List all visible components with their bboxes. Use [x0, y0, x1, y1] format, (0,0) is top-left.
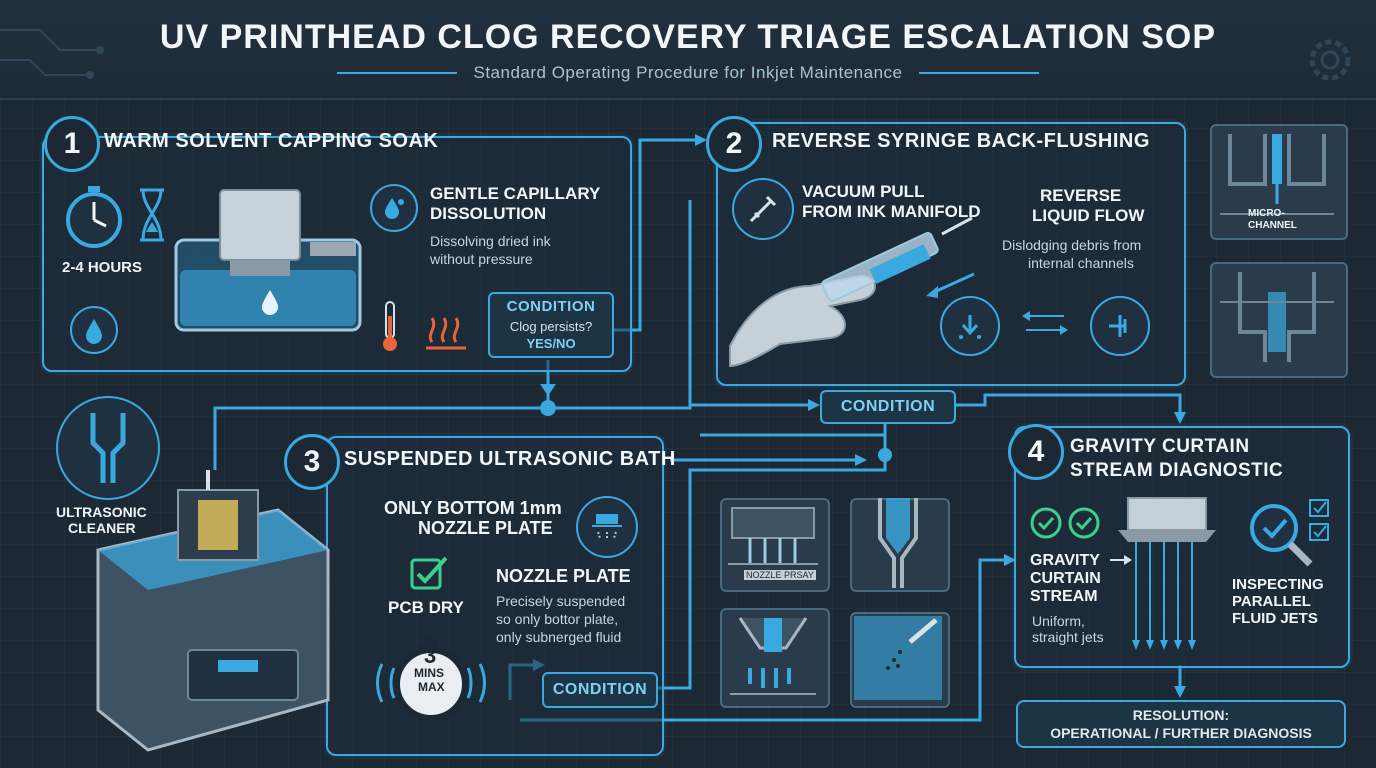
step4-title-line2: STREAM DIAGNOSTIC — [1070, 460, 1284, 481]
nozzle-channel-zoom-icon — [90, 413, 126, 483]
timer-unit-line2: MAX — [418, 680, 445, 694]
step4-inspect-line3: FLUID JETS — [1232, 610, 1318, 627]
resolution-line1: RESOLUTION: — [1132, 707, 1230, 723]
step1-condition-box: CONDITION Clog persists? YES/NO — [488, 292, 614, 358]
step1-condition-label: CONDITION — [506, 298, 596, 315]
nozzle-spray-icon — [592, 514, 622, 540]
pointer-arrow-icon — [1110, 555, 1132, 565]
channel-cross-section-illustration — [1220, 272, 1334, 362]
stopwatch-timer-icon — [376, 638, 486, 721]
step2-title: REVERSE SYRINGE BACK-FLUSHING — [772, 130, 1150, 152]
water-drops-icon — [385, 198, 404, 219]
step3-nozzle-line3: only subnerged fluid — [496, 629, 622, 645]
step4-title-line1: GRAVITY CURTAIN — [1070, 436, 1250, 457]
micro-channel-line2: CHANNEL — [1248, 220, 1297, 231]
reverse-flow-arrow — [926, 272, 975, 298]
nozzle-jets-illustration — [730, 617, 816, 695]
step1-heading-line2: DISSOLUTION — [430, 204, 547, 223]
gloved-hand-syringe-illustration — [729, 216, 973, 368]
step4-stream-desc1: Uniform, — [1032, 613, 1085, 629]
check-circles-icon — [1030, 507, 1100, 539]
step2-left-line2: FROM INK MANIFOLD — [802, 202, 981, 221]
resolution-box: RESOLUTION: OPERATIONAL / FURTHER DIAGNO… — [1016, 700, 1346, 748]
step1-duration: 2-4 HOURS — [62, 259, 143, 276]
step3-bottom-line2: NOZZLE PLATE — [418, 518, 553, 538]
syringe-icon — [749, 195, 777, 223]
step4-stream-line2: CURTAIN — [1030, 570, 1101, 587]
checklist-icon — [1309, 499, 1329, 541]
step2-desc-line2: internal channels — [1028, 255, 1134, 271]
step2-desc-line1: Dislodging debris from — [1002, 237, 1142, 253]
step4-number: 4 — [1008, 424, 1064, 480]
subtitle-rule-left — [337, 72, 458, 74]
step3-nozzle-line1: Precisely suspended — [496, 593, 626, 609]
droplet-flow-icon — [959, 315, 981, 339]
circuit-decoration-left — [0, 29, 104, 79]
stopwatch-icon — [66, 186, 122, 248]
nozzle-spray-illustration — [728, 507, 818, 565]
step3-pcb-dry: PCB DRY — [388, 598, 464, 617]
nozzle-spray-label: NOZZLE PRSAY — [744, 570, 816, 580]
printhead-parallel-jets-illustration — [1118, 497, 1216, 650]
micro-channel-illustration — [1220, 134, 1334, 215]
bidirectional-arrows — [1022, 311, 1068, 335]
capping-soak-tank-illustration — [174, 189, 362, 332]
step1-desc-line2: without pressure — [430, 251, 533, 267]
gear-icon — [1309, 39, 1351, 81]
step2-number: 2 — [706, 116, 762, 172]
header: UV PRINTHEAD CLOG RECOVERY TRIAGE ESCALA… — [0, 0, 1376, 100]
thermometer-icon — [383, 301, 397, 351]
step1-condition-answer: YES/NO — [526, 336, 576, 351]
step1-title: WARM SOLVENT CAPPING SOAK — [104, 130, 439, 152]
step1-desc-line1: Dissolving dried ink — [430, 233, 551, 249]
droplet-icon — [86, 319, 102, 344]
step4-inspect-line2: PARALLEL — [1232, 593, 1311, 610]
step2-right-line1: REVERSE — [1040, 186, 1122, 205]
step3-nozzle-line2: so only bottor plate, — [496, 611, 619, 627]
ultrasonic-cleaner-zoom — [56, 396, 160, 500]
heat-waves-icon — [426, 317, 466, 350]
step3-title: SUSPENDED ULTRASONIC BATH — [344, 448, 676, 470]
syringe-icon-circle — [732, 178, 794, 240]
cleaner-label-line2: CLEANER — [68, 520, 136, 536]
step3-nozzle-heading: NOZZLE PLATE — [496, 566, 631, 586]
step4-stream-line3: STREAM — [1030, 588, 1098, 605]
debris-ejection-illustration — [854, 616, 942, 700]
step3-condition-box: CONDITION — [542, 672, 658, 708]
page-title: UV PRINTHEAD CLOG RECOVERY TRIAGE ESCALA… — [159, 18, 1217, 56]
droplet-icon-left — [70, 306, 118, 354]
nozzle-plate-icon-circle — [576, 496, 638, 558]
checkbox-icon — [410, 556, 448, 590]
micro-channel-line1: MICRO- — [1248, 208, 1285, 219]
valve-icon — [1109, 315, 1127, 337]
step4-stream-line1: GRAVITY — [1030, 552, 1100, 569]
subtitle-rule-right — [918, 72, 1039, 74]
step4-inspect-line1: INSPECTING — [1232, 576, 1324, 593]
flow-out-icon-circle — [1090, 296, 1150, 356]
step1-number: 1 — [44, 116, 100, 172]
mid-condition-box: CONDITION — [820, 390, 956, 424]
resolution-line2: OPERATIONAL / FURTHER DIAGNOSIS — [1050, 725, 1312, 741]
step4-stream-desc2: straight jets — [1032, 629, 1104, 645]
cleaner-label-line1: ULTRASONIC — [56, 504, 147, 520]
timer-number: 3 — [424, 643, 437, 668]
step1-heading-line1: GENTLE CAPILLARY — [430, 184, 601, 203]
subtitle-row: Standard Operating Procedure for Inkjet … — [0, 62, 1376, 84]
droplet-icon-right — [370, 184, 418, 232]
hourglass-icon — [140, 188, 164, 242]
magnifier-icon — [1250, 504, 1313, 567]
step3-bottom-line1: ONLY BOTTOM 1mm — [384, 498, 562, 518]
ultrasonic-cleaner-illustration — [96, 470, 330, 752]
page-subtitle: Standard Operating Procedure for Inkjet … — [473, 63, 903, 82]
timer-unit-line1: MINS — [414, 666, 444, 680]
step1-condition-question: Clog persists? — [509, 319, 593, 334]
flow-in-icon-circle — [940, 296, 1000, 356]
step2-right-line2: LIQUID FLOW — [1032, 206, 1145, 225]
nozzle-detail-illustration — [878, 498, 918, 588]
step3-number: 3 — [284, 434, 340, 490]
step2-left-line1: VACUUM PULL — [802, 182, 925, 201]
